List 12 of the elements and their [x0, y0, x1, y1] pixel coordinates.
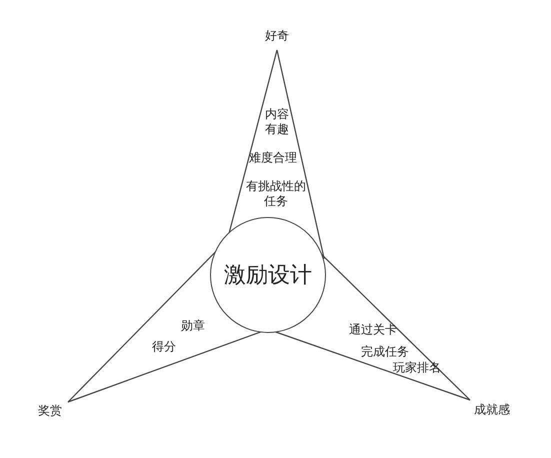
spike-item: 通过关卡: [349, 322, 397, 338]
spike-item: 完成任务: [361, 344, 409, 360]
spike-heading: 成就感: [474, 402, 510, 418]
spike-item: 勋章: [181, 318, 205, 334]
spike-heading: 奖赏: [38, 404, 62, 418]
center-circle: 激励设计: [210, 217, 326, 333]
spike-item: 有挑战性的任务: [245, 179, 307, 209]
spike-item: 难度合理: [249, 150, 297, 166]
spike-item: 玩家排名: [393, 360, 441, 376]
spike-item: 得分: [152, 340, 176, 354]
spike-heading: 好奇: [265, 28, 289, 44]
spike-item: 内容有趣: [264, 107, 290, 137]
